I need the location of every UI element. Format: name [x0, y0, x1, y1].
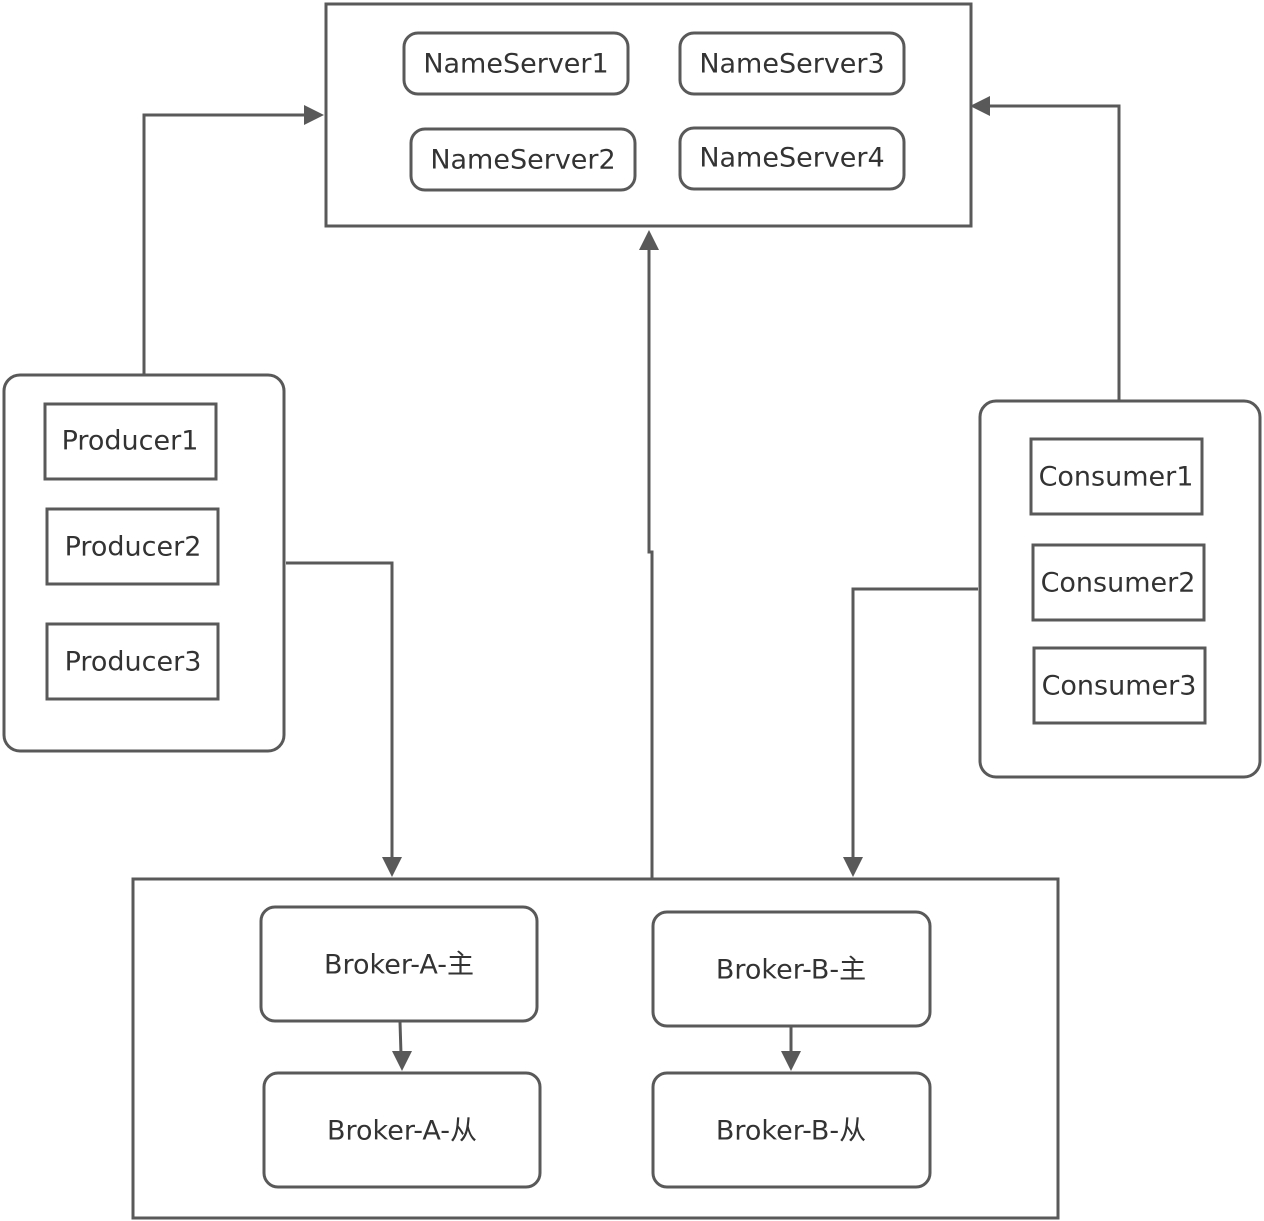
broker-label: Broker-B-主	[716, 955, 866, 986]
consumer-node: Consumer1	[1029, 437, 1204, 516]
broker-node-box	[651, 1071, 932, 1189]
broker-label: Broker-B-从	[716, 1116, 866, 1147]
consumer-label: Consumer3	[1042, 671, 1197, 702]
broker-node-box	[259, 905, 539, 1023]
consumer-to-broker-arrowhead	[843, 857, 863, 877]
producer-node-box	[45, 507, 220, 586]
nameserver-label: NameServer2	[430, 145, 615, 176]
nameserver-node-box	[402, 31, 630, 96]
producer-to-nameserver-arrowhead	[304, 105, 324, 125]
consumer-node: Consumer2	[1031, 543, 1206, 622]
broker-to-nameserver-arrowhead	[639, 230, 659, 250]
nameserver-node: NameServer3	[678, 31, 906, 96]
producer-node: Producer2	[45, 507, 220, 586]
consumer-node: Consumer3	[1032, 646, 1207, 725]
consumer-to-nameserver-connector	[986, 104, 1121, 401]
broker-to-nameserver-connector	[647, 247, 654, 879]
broker-a-replication-connector	[398, 1021, 403, 1055]
nameserver-node: NameServer1	[402, 31, 630, 96]
broker-node-box	[262, 1071, 542, 1189]
producer-label: Producer1	[62, 426, 199, 457]
consumer-label: Consumer2	[1041, 568, 1196, 599]
producer-to-nameserver-connector	[142, 113, 308, 375]
consumer-node-box	[1032, 646, 1207, 725]
nameserver-node-box	[678, 126, 906, 191]
nameserver-label: NameServer1	[423, 49, 608, 80]
broker-node: Broker-A-从	[262, 1071, 542, 1189]
producer-label: Producer3	[65, 647, 202, 678]
consumer-node-box	[1029, 437, 1204, 516]
consumer-node-box	[1031, 543, 1206, 622]
broker-node: Broker-B-从	[651, 1071, 932, 1189]
producer-node-box	[45, 622, 220, 701]
broker-label: Broker-A-主	[324, 950, 474, 981]
nameserver-node-box	[678, 31, 906, 96]
consumer-label: Consumer1	[1039, 462, 1194, 493]
broker-label: Broker-A-从	[327, 1116, 477, 1147]
consumer-to-broker-connector	[851, 587, 978, 860]
producer-to-broker-arrowhead	[382, 857, 402, 877]
producer-label: Producer2	[65, 532, 202, 563]
nameserver-node: NameServer2	[409, 127, 637, 192]
consumer-to-nameserver-arrowhead	[970, 96, 990, 116]
nameserver-label: NameServer4	[699, 143, 884, 174]
broker-node-box	[651, 910, 932, 1028]
producer-node-box	[43, 402, 218, 481]
nameserver-node-box	[409, 127, 637, 192]
broker-a-replication-arrowhead	[392, 1051, 412, 1071]
broker-node: Broker-B-主	[651, 910, 932, 1028]
nameserver-label: NameServer3	[699, 49, 884, 80]
broker-node: Broker-A-主	[259, 905, 539, 1023]
broker-b-replication-arrowhead	[781, 1051, 801, 1071]
producer-node: Producer3	[45, 622, 220, 701]
nameserver-node: NameServer4	[678, 126, 906, 191]
producer-node: Producer1	[43, 402, 218, 481]
producer-to-broker-connector	[286, 561, 394, 860]
